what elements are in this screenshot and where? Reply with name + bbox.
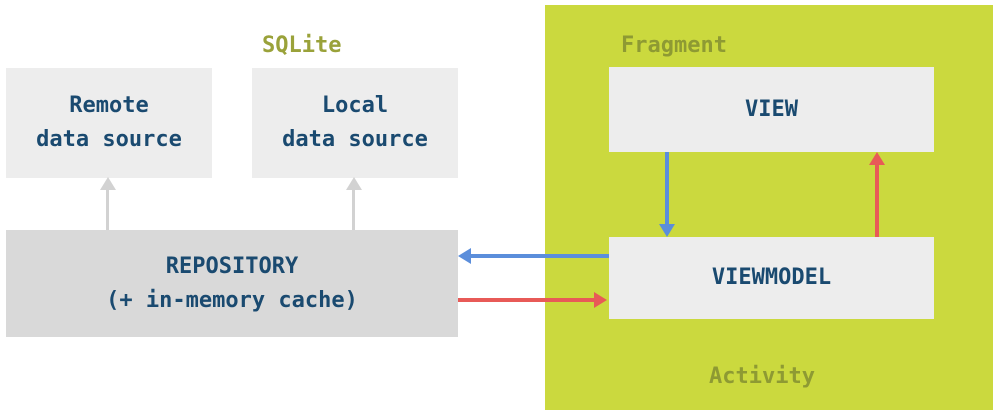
arrow-repository-to-viewmodel bbox=[458, 292, 607, 308]
repository-box: REPOSITORY (+ in-memory cache) bbox=[6, 230, 458, 337]
arrow-shaft bbox=[875, 164, 879, 237]
repository-line2: (+ in-memory cache) bbox=[106, 287, 358, 313]
arrow-repository-to-remote bbox=[100, 177, 116, 230]
local-data-source-box: Local data source bbox=[252, 68, 458, 178]
view-box: VIEW bbox=[609, 67, 934, 152]
viewmodel-label: VIEWMODEL bbox=[711, 265, 832, 290]
arrow-shaft bbox=[458, 298, 594, 302]
local-data-source-line1: Local bbox=[321, 93, 389, 118]
arrow-view-to-viewmodel bbox=[659, 152, 675, 237]
arrow-head-up-icon bbox=[869, 152, 885, 165]
arrow-head-down-icon bbox=[659, 224, 675, 237]
arrow-head-right-icon bbox=[594, 292, 607, 308]
arrow-repository-to-local bbox=[346, 177, 362, 230]
arrow-shaft bbox=[471, 254, 609, 258]
activity-label: Activity bbox=[709, 364, 815, 389]
local-data-source-line2: data source bbox=[282, 127, 428, 152]
arrow-viewmodel-to-repository bbox=[458, 248, 609, 264]
view-label: VIEW bbox=[745, 96, 798, 122]
arrow-shaft bbox=[665, 152, 669, 225]
arrow-shaft bbox=[106, 188, 109, 230]
arrow-head-left-icon bbox=[458, 248, 471, 264]
arrow-viewmodel-to-view bbox=[869, 152, 885, 237]
arrow-head-up-icon bbox=[100, 177, 116, 190]
remote-data-source-line2: data source bbox=[36, 127, 182, 152]
arrow-shaft bbox=[352, 188, 355, 230]
fragment-label: Fragment bbox=[621, 33, 727, 58]
repository-line1: REPOSITORY bbox=[165, 253, 299, 279]
activity-fragment-panel bbox=[545, 5, 993, 410]
arrow-head-up-icon bbox=[346, 177, 362, 190]
remote-data-source-box: Remote data source bbox=[6, 68, 212, 178]
sqlite-label: SQLite bbox=[262, 33, 342, 58]
remote-data-source-line1: Remote bbox=[69, 93, 149, 118]
viewmodel-box: VIEWMODEL bbox=[609, 237, 934, 319]
